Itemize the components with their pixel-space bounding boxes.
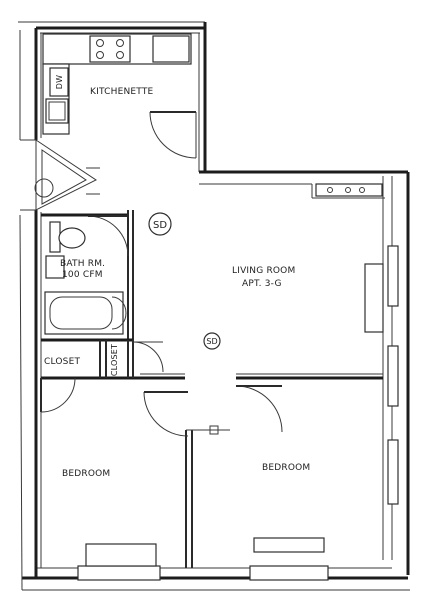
- heater-unit: [315, 183, 383, 197]
- bedroom-left-label: BEDROOM: [62, 469, 110, 479]
- smoke-detectors: SD SD: [148, 212, 221, 350]
- kitchen-sink: [45, 98, 69, 124]
- bath-door-swing: [87, 215, 129, 257]
- small-closet-label: CLOSET: [110, 344, 119, 376]
- smoke-detector-label: SD: [206, 337, 217, 346]
- window: [77, 565, 161, 581]
- bedroom-heater: [85, 543, 157, 567]
- smoke-detector-icon: [203, 332, 221, 350]
- burner-icon: [96, 39, 104, 47]
- kitchenette-label: KITCHENETTE: [90, 87, 154, 97]
- refrigerator: [152, 35, 190, 63]
- bath-fan-label: 100 CFM: [62, 270, 103, 280]
- toilet: [58, 227, 86, 249]
- burner-icon: [96, 51, 104, 59]
- bath-room-label: BATH RM.: [60, 259, 105, 269]
- bedroom-right-door-swing: [235, 385, 283, 433]
- burner-icon: [116, 51, 124, 59]
- apartment-label: APT. 3-G: [242, 279, 282, 289]
- bedroom-heater: [253, 537, 325, 553]
- kitchenette: DW KITCHENETTE: [42, 33, 197, 159]
- dishwasher-label: DW: [55, 75, 64, 89]
- bedroom-right-label: BEDROOM: [262, 463, 310, 473]
- window: [249, 565, 329, 581]
- living-room: LIVING ROOM APT. 3-G: [232, 183, 384, 333]
- window: [387, 345, 399, 407]
- smoke-detector-label: SD: [153, 220, 167, 231]
- range: [89, 35, 131, 63]
- burner-icon: [116, 39, 124, 47]
- bath-room: BATH RM. 100 CFM: [41, 210, 134, 342]
- closet-label: CLOSET: [44, 357, 80, 367]
- dishwasher: [49, 67, 69, 97]
- closet-door-swing: [40, 377, 76, 413]
- chimney-chase: [20, 139, 100, 211]
- window: [387, 439, 399, 505]
- kitchen-door-swing: [149, 111, 197, 159]
- living-room-label: LIVING ROOM: [232, 266, 295, 276]
- window: [387, 245, 399, 307]
- radiator: [364, 263, 384, 333]
- bedroom-left-door-swing: [143, 391, 189, 437]
- bathtub: [44, 291, 124, 335]
- closets: CLOSET CLOSET: [40, 340, 164, 413]
- windows: [77, 245, 399, 581]
- bedroom-walls: BEDROOM BEDROOM: [62, 373, 383, 568]
- outer-walls: [18, 21, 410, 591]
- small-closet-door-swing: [132, 341, 164, 373]
- smoke-detector-icon: [148, 212, 172, 236]
- vanity: [45, 255, 65, 279]
